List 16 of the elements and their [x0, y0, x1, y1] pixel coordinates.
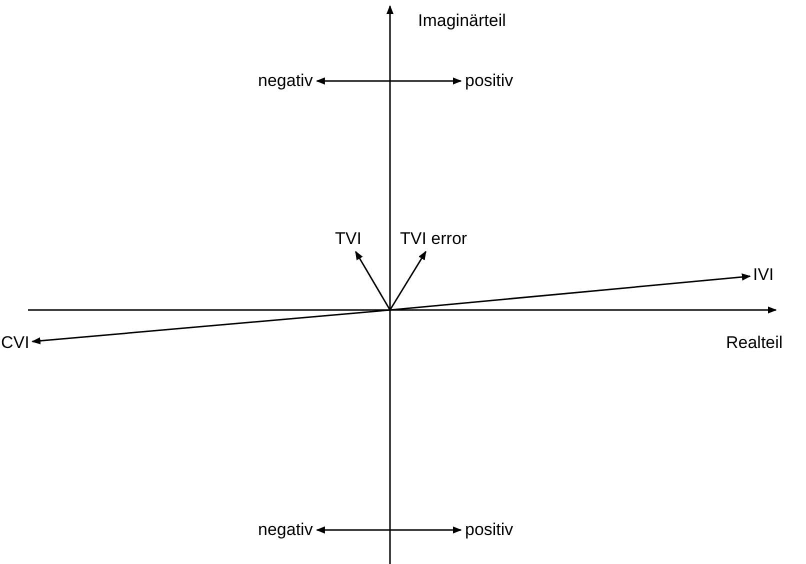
vector-label: negativ [258, 520, 313, 540]
vector-label: IVI [753, 265, 774, 285]
vector-label: CVI [1, 333, 30, 353]
arrow [316, 77, 462, 85]
vector-arrow [31, 309, 390, 344]
vector-label: positiv [465, 520, 514, 540]
arrow [316, 526, 462, 534]
axis-label: Realteil [726, 333, 783, 353]
vector-label: positiv [465, 71, 514, 91]
vector-label: TVI [335, 229, 362, 249]
vector-arrow [390, 273, 751, 311]
vector-label: TVI error [400, 229, 468, 249]
vector-label: negativ [258, 71, 313, 91]
axis-label: Imaginärteil [418, 11, 506, 31]
vector-arrow [389, 250, 426, 310]
vector-arrow [354, 250, 391, 310]
